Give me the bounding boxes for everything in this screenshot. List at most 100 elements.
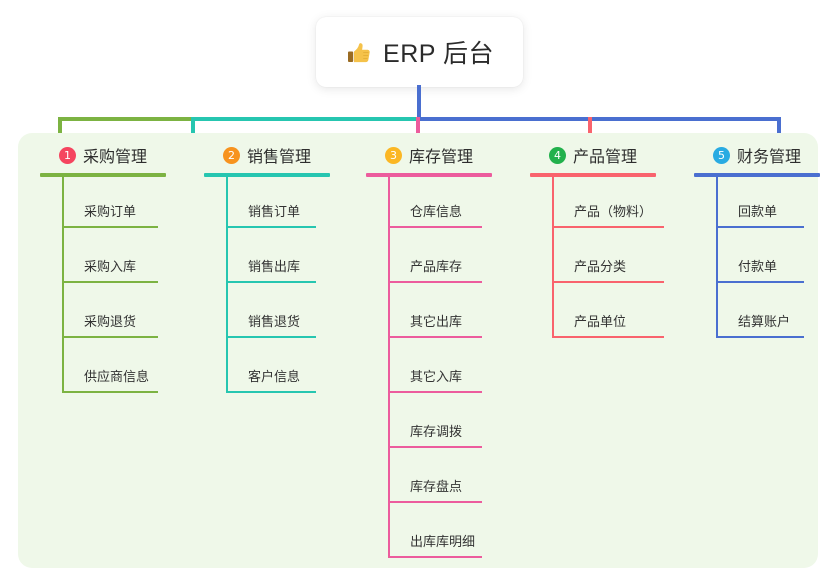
submodule-list-2: 销售订单销售出库销售退货客户信息: [226, 177, 330, 397]
module-header-rule-2: [204, 173, 330, 177]
submodule-spine-4: [552, 177, 554, 336]
module-header-5[interactable]: 5 财务管理: [694, 143, 820, 167]
submodule-item-rule: [62, 281, 158, 283]
module-badge-1: 1: [59, 146, 76, 164]
diagram-title-text: ERP 后台: [383, 40, 494, 68]
module-badge-3: 3: [385, 146, 402, 164]
submodule-item[interactable]: 库存盘点: [388, 452, 492, 507]
submodule-list-4: 产品（物料） 产品分类产品单位: [552, 177, 664, 342]
submodule-item[interactable]: 付款单: [716, 232, 820, 287]
submodule-item[interactable]: 仓库信息: [388, 177, 492, 232]
submodule-item-label: 仓库信息: [410, 204, 463, 219]
submodule-item-label: 采购退货: [84, 314, 137, 329]
submodule-item-rule: [226, 391, 316, 393]
submodule-item[interactable]: 其它入库: [388, 342, 492, 397]
submodule-item-rule: [388, 556, 482, 558]
submodule-item[interactable]: 产品（物料）: [552, 177, 664, 232]
submodule-spine-5: [716, 177, 718, 336]
submodule-item[interactable]: 产品单位: [552, 287, 664, 342]
submodule-item[interactable]: 客户信息: [226, 342, 330, 397]
submodule-spine-2: [226, 177, 228, 391]
submodule-item-rule: [552, 336, 664, 338]
module-column-3: 3 库存管理仓库信息产品库存其它出库其它入库库存调拨库存盘点出库库明细: [366, 143, 492, 562]
module-header-3[interactable]: 3 库存管理: [366, 143, 492, 167]
module-badge-4: 4: [549, 146, 566, 164]
module-column-2: 2 销售管理销售订单销售出库销售退货客户信息: [204, 143, 330, 397]
module-header-rule-4: [530, 173, 656, 177]
module-title-4: 产品管理: [573, 149, 638, 166]
submodule-item-label: 采购入库: [84, 259, 137, 274]
submodule-item-label: 出库库明细: [410, 534, 476, 549]
submodule-item-rule: [62, 391, 158, 393]
submodule-item-label: 销售出库: [248, 259, 301, 274]
module-header-4[interactable]: 4 产品管理: [530, 143, 656, 167]
submodule-item[interactable]: 采购订单: [62, 177, 166, 232]
submodule-item[interactable]: 出库库明细: [388, 507, 492, 562]
submodule-item-rule: [388, 281, 482, 283]
submodule-item[interactable]: 其它出库: [388, 287, 492, 342]
submodule-item-rule: [226, 226, 316, 228]
submodule-item-rule: [226, 281, 316, 283]
thumbs-up-icon: [345, 39, 373, 67]
submodule-item[interactable]: 库存调拨: [388, 397, 492, 452]
diagram-panel-background: [18, 133, 818, 568]
submodule-item-rule: [388, 446, 482, 448]
submodule-item-rule: [716, 336, 804, 338]
submodule-item[interactable]: 结算账户: [716, 287, 820, 342]
submodule-item[interactable]: 产品分类: [552, 232, 664, 287]
submodule-item-label: 产品（物料）: [574, 204, 653, 219]
submodule-item-label: 产品库存: [410, 259, 463, 274]
submodule-item-rule: [388, 336, 482, 338]
submodule-spine-3: [388, 177, 390, 556]
submodule-item-rule: [552, 281, 664, 283]
submodule-item[interactable]: 采购入库: [62, 232, 166, 287]
submodule-spine-1: [62, 177, 64, 391]
submodule-list-3: 仓库信息产品库存其它出库其它入库库存调拨库存盘点出库库明细: [388, 177, 492, 562]
submodule-item-label: 产品分类: [574, 259, 627, 274]
submodule-list-1: 采购订单采购入库采购退货供应商信息: [62, 177, 166, 397]
submodule-item-rule: [388, 391, 482, 393]
submodule-item[interactable]: 产品库存: [388, 232, 492, 287]
submodule-item-label: 销售退货: [248, 314, 301, 329]
submodule-list-5: 回款单付款单结算账户: [716, 177, 820, 342]
submodule-item[interactable]: 销售订单: [226, 177, 330, 232]
diagram-title-card: ERP 后台: [316, 17, 523, 87]
module-header-rule-1: [40, 173, 166, 177]
module-column-4: 4 产品管理产品（物料） 产品分类产品单位: [530, 143, 664, 342]
module-badge-2: 2: [223, 146, 240, 164]
submodule-item[interactable]: 采购退货: [62, 287, 166, 342]
module-badge-5: 5: [713, 146, 730, 164]
submodule-item-rule: [716, 226, 804, 228]
submodule-item-label: 回款单: [738, 204, 778, 219]
submodule-item-rule: [226, 336, 316, 338]
submodule-item-rule: [716, 281, 804, 283]
submodule-item[interactable]: 供应商信息: [62, 342, 166, 397]
module-header-2[interactable]: 2 销售管理: [204, 143, 330, 167]
submodule-item-label: 结算账户: [738, 314, 791, 329]
module-title-5: 财务管理: [737, 149, 802, 166]
submodule-item-rule: [62, 226, 158, 228]
submodule-item[interactable]: 销售退货: [226, 287, 330, 342]
submodule-item-label: 客户信息: [248, 369, 301, 384]
submodule-item[interactable]: 销售出库: [226, 232, 330, 287]
submodule-item-label: 供应商信息: [84, 369, 150, 384]
submodule-item-label: 产品单位: [574, 314, 627, 329]
submodule-item-rule: [552, 226, 664, 228]
submodule-item[interactable]: 回款单: [716, 177, 820, 232]
submodule-item-label: 库存盘点: [410, 479, 463, 494]
module-title-2: 销售管理: [247, 149, 312, 166]
module-column-5: 5 财务管理回款单付款单结算账户: [694, 143, 820, 342]
module-title-3: 库存管理: [409, 149, 474, 166]
submodule-item-label: 采购订单: [84, 204, 137, 219]
submodule-item-rule: [62, 336, 158, 338]
submodule-item-rule: [388, 501, 482, 503]
submodule-item-label: 库存调拨: [410, 424, 463, 439]
submodule-item-label: 其它出库: [410, 314, 463, 329]
submodule-item-label: 销售订单: [248, 204, 301, 219]
submodule-item-rule: [388, 226, 482, 228]
module-header-rule-5: [694, 173, 820, 177]
module-header-rule-3: [366, 173, 492, 177]
